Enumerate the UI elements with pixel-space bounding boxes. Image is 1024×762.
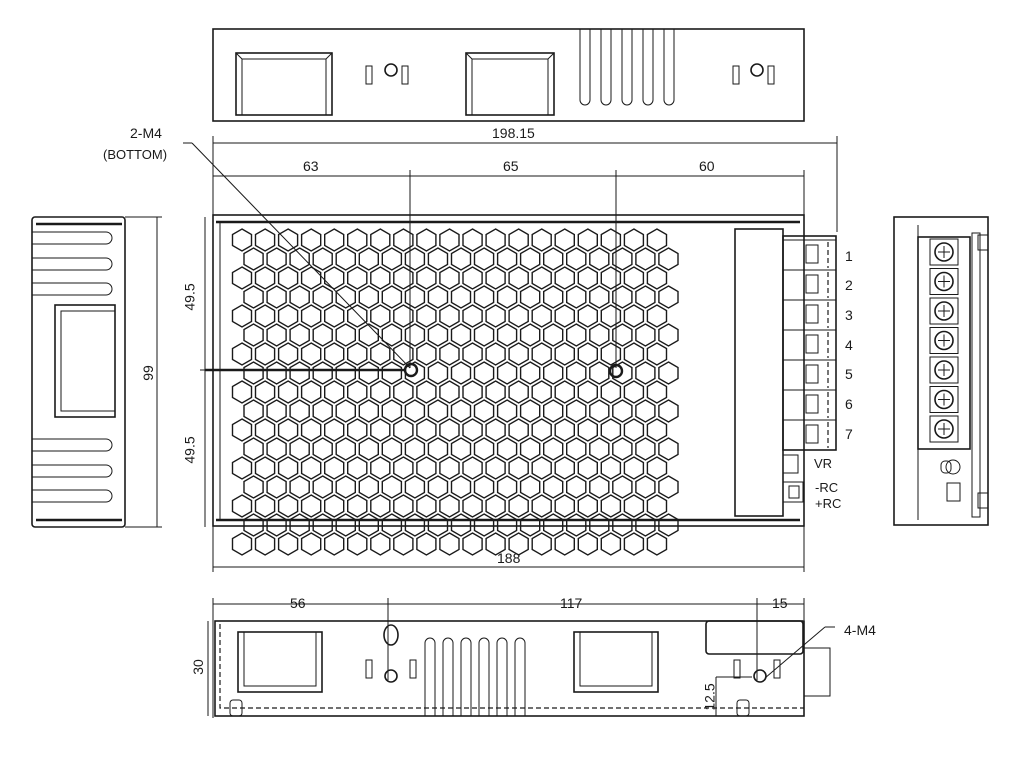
dim-half-width-upper: 49.5	[181, 283, 198, 311]
dim-side-spacing-1: 56	[290, 595, 306, 611]
ventilation-hex-pattern	[231, 228, 679, 556]
dim-half-width-lower: 49.5	[181, 436, 198, 464]
callout-bottom-holes: 2-M4	[130, 125, 162, 141]
terminal-pin-3: 3	[845, 307, 853, 323]
top-view	[205, 214, 805, 556]
terminal-pin-4: 4	[845, 337, 853, 353]
side-view	[207, 598, 835, 718]
dim-width: 99	[139, 365, 156, 381]
dim-overall-length: 198.15	[492, 125, 535, 141]
dim-hole-height: 12.5	[701, 683, 718, 711]
top-dimensions	[183, 136, 838, 369]
dim-body-length: 188	[497, 550, 521, 566]
terminal-pin-6: 6	[845, 396, 853, 412]
terminal-pin-7: 7	[845, 426, 853, 442]
dim-side-spacing-2: 117	[560, 595, 583, 611]
dim-side-spacing-3: 15	[772, 595, 788, 611]
label-vr: VR	[814, 456, 833, 471]
terminal-pin-2: 2	[845, 277, 853, 293]
right-end-view	[893, 216, 989, 526]
dim-height: 30	[189, 659, 206, 675]
callout-side-holes: 4-M4	[844, 622, 876, 638]
label-rc-minus: -RC	[815, 480, 839, 495]
body-length-dimension	[212, 526, 805, 572]
label-rc-plus: +RC	[815, 496, 842, 511]
terminal-pin-5: 5	[845, 366, 853, 382]
dim-hole-spacing-1: 63	[303, 158, 319, 174]
front-view	[212, 28, 805, 122]
callout-bottom-label: (BOTTOM)	[103, 147, 168, 162]
terminal-block	[782, 235, 837, 503]
width-dimensions	[125, 216, 213, 528]
dim-hole-spacing-3: 60	[699, 158, 715, 174]
left-end-view	[31, 216, 126, 528]
terminal-pin-1: 1	[845, 248, 853, 264]
dim-hole-spacing-2: 65	[503, 158, 519, 174]
